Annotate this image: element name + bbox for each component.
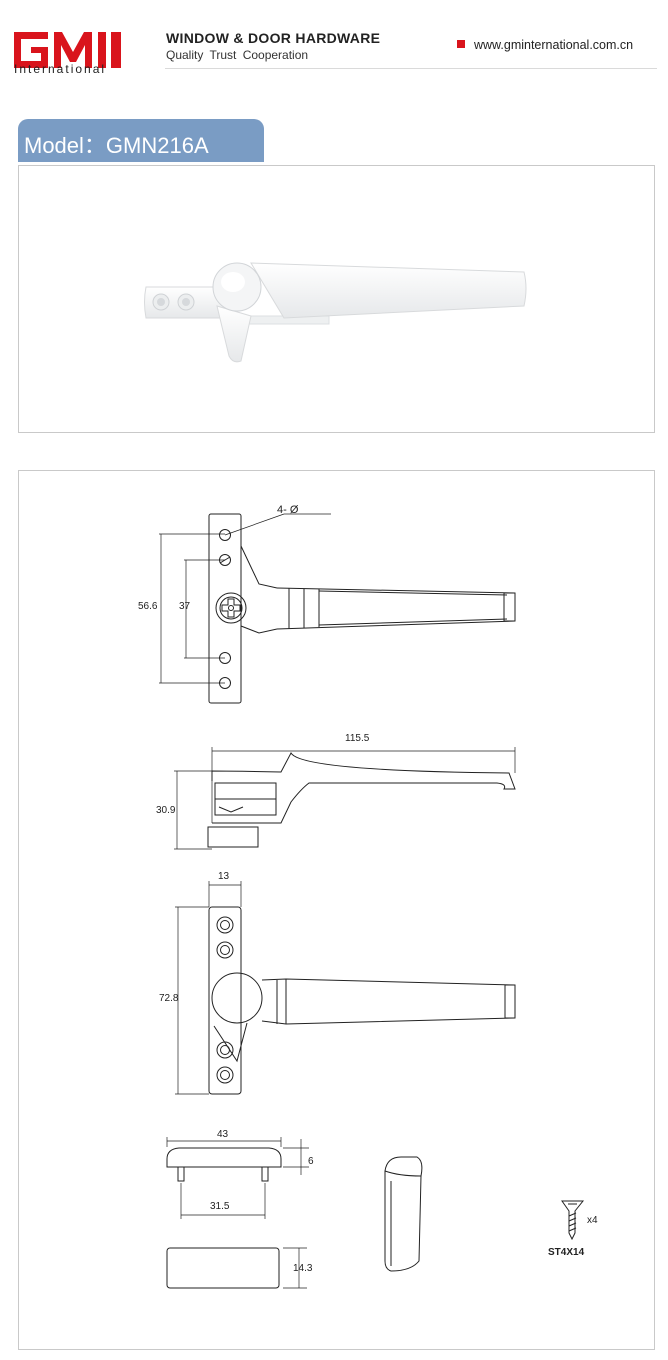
technical-drawing-panel: 56.6 37 4- Ø 115.5 30.9	[18, 470, 655, 1350]
top-view-drawing	[159, 513, 516, 704]
dim-14-3: 14.3	[293, 1263, 313, 1274]
header-tagline: WINDOW & DOOR HARDWARE Quality Trust Coo…	[166, 30, 380, 62]
model-label: Model：GMN216A	[24, 133, 209, 158]
dim-30-9: 30.9	[156, 805, 176, 816]
bullet-square-icon	[457, 40, 465, 48]
dim-37: 37	[179, 601, 191, 612]
dim-hole-note: 4- Ø	[277, 504, 299, 516]
dim-72-8: 72.8	[159, 993, 179, 1004]
gmi-logo	[14, 32, 121, 68]
cap-perspective-drawing	[384, 1156, 423, 1272]
side-view-drawing	[174, 747, 516, 850]
header-title: WINDOW & DOOR HARDWARE	[166, 30, 381, 46]
model-tab: Model：GMN216A	[18, 119, 264, 162]
header-divider	[165, 68, 657, 69]
product-photo	[144, 262, 527, 363]
technical-drawing: 56.6 37 4- Ø 115.5 30.9	[138, 504, 598, 1289]
dim-43: 43	[217, 1129, 229, 1140]
screw-spec: ST4X14	[548, 1247, 585, 1258]
website-text: www.gminternational.com.cn	[474, 38, 634, 52]
screw-icon	[561, 1200, 585, 1241]
product-photo-panel	[18, 165, 655, 433]
page-header: International WINDOW & DOOR HARDWARE Qua…	[0, 0, 668, 80]
dim-31-5: 31.5	[210, 1201, 230, 1212]
website-link[interactable]: www.gminternational.com.cn	[457, 38, 633, 52]
dim-56-6: 56.6	[138, 601, 158, 612]
cap-side-drawing	[166, 1137, 309, 1219]
header-subtitle: Quality Trust Cooperation	[166, 48, 309, 62]
dim-115-5: 115.5	[345, 733, 370, 744]
screw-quantity: x4	[587, 1215, 598, 1226]
logo-subtitle: International	[14, 62, 107, 76]
cap-top-drawing	[166, 1247, 307, 1289]
dim-13: 13	[218, 871, 230, 882]
front-view-drawing	[175, 881, 516, 1095]
dim-6: 6	[308, 1156, 314, 1167]
